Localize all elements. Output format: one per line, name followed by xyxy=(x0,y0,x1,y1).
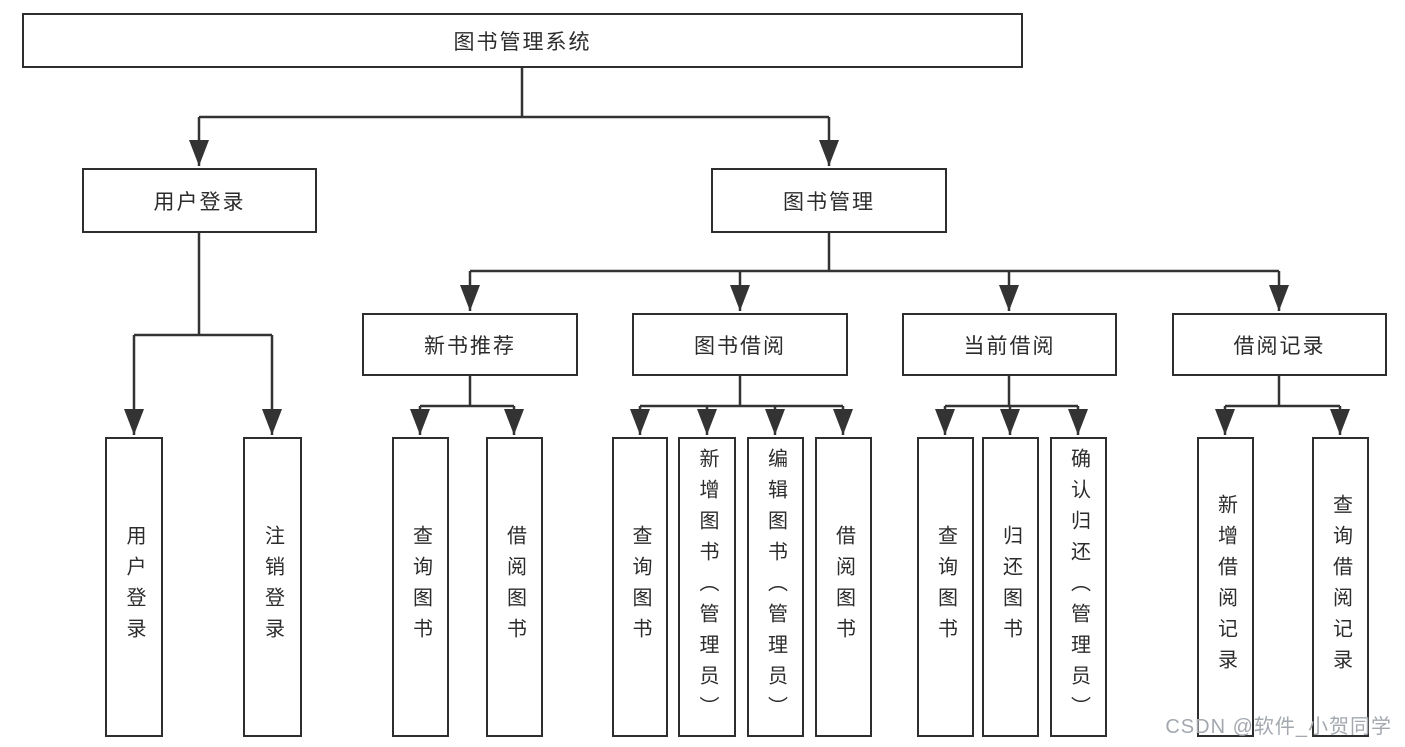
leaf-add-book-admin: 新增图书（管理员） xyxy=(678,437,736,737)
leaf-query-book-3: 查询图书 xyxy=(917,437,974,737)
leaf-query-borrow-record: 查询借阅记录 xyxy=(1312,437,1369,737)
leaf-edit-book-admin: 编辑图书（管理员） xyxy=(747,437,804,737)
node-current-borrow: 当前借阅 xyxy=(902,313,1117,376)
node-book-borrow: 图书借阅 xyxy=(632,313,848,376)
node-book-management: 图书管理 xyxy=(711,168,947,233)
leaf-label: 借阅图书 xyxy=(832,525,855,649)
leaf-label: 归还图书 xyxy=(999,525,1022,649)
leaf-label: 用户登录 xyxy=(123,525,145,649)
leaf-logout: 注销登录 xyxy=(243,437,302,737)
leaf-label: 查询图书 xyxy=(409,525,432,649)
leaf-add-borrow-record: 新增借阅记录 xyxy=(1197,437,1254,737)
leaf-label: 编辑图书（管理员） xyxy=(764,447,787,727)
csdn-watermark: CSDN @软件_小贺同学 xyxy=(1165,716,1392,738)
leaf-label: 借阅图书 xyxy=(503,525,526,649)
leaf-label: 确认归还（管理员） xyxy=(1067,447,1090,727)
leaf-query-book-2: 查询图书 xyxy=(612,437,668,737)
leaf-label: 注销登录 xyxy=(261,525,284,649)
leaf-label: 查询图书 xyxy=(629,525,651,649)
leaf-user-login: 用户登录 xyxy=(105,437,163,737)
leaf-label: 新增借阅记录 xyxy=(1214,494,1237,680)
leaf-confirm-return-admin: 确认归还（管理员） xyxy=(1050,437,1107,737)
leaf-return-book: 归还图书 xyxy=(982,437,1039,737)
leaf-label: 新增图书（管理员） xyxy=(696,447,718,727)
leaf-label: 查询图书 xyxy=(934,525,957,649)
node-user-login: 用户登录 xyxy=(82,168,317,233)
node-root-system: 图书管理系统 xyxy=(22,13,1023,68)
leaf-borrow-book-1: 借阅图书 xyxy=(486,437,543,737)
leaf-borrow-book-2: 借阅图书 xyxy=(815,437,872,737)
node-new-book-recommend: 新书推荐 xyxy=(362,313,578,376)
leaf-query-book-1: 查询图书 xyxy=(392,437,449,737)
node-borrow-records: 借阅记录 xyxy=(1172,313,1387,376)
leaf-label: 查询借阅记录 xyxy=(1329,494,1352,680)
